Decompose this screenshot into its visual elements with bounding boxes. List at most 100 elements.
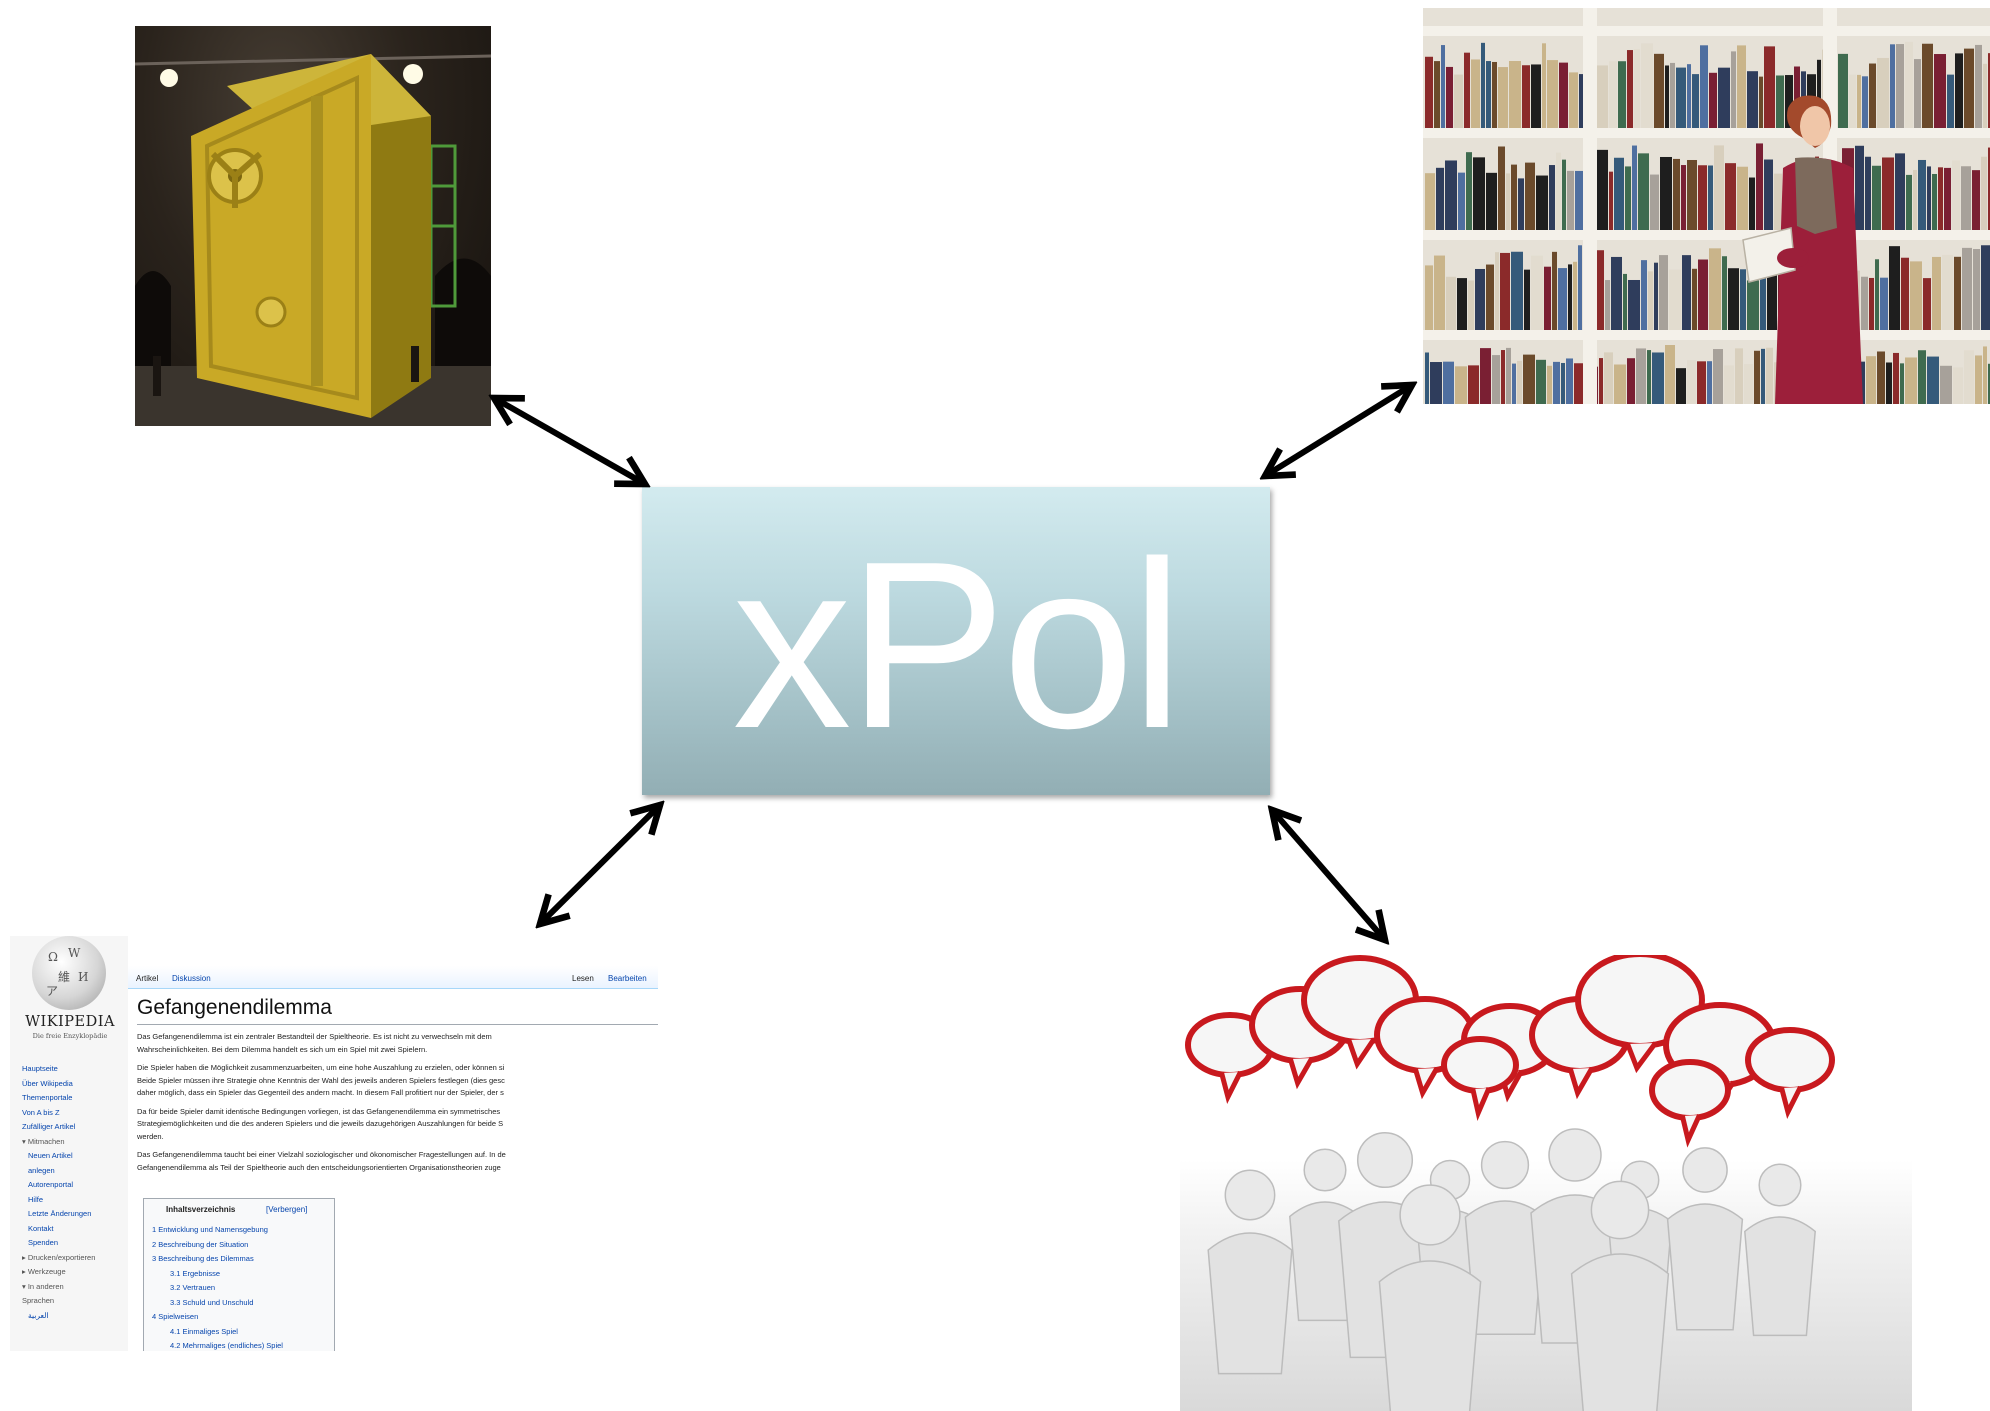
book-spine <box>1446 66 1453 128</box>
book-spine <box>1857 74 1861 128</box>
book-spine <box>1473 157 1485 230</box>
book-spine <box>1654 53 1664 128</box>
toc-item[interactable]: 4 Spielweisen <box>152 1312 199 1321</box>
book-spine <box>1670 62 1675 128</box>
wiki-nav-item: ▾ Mitmachen <box>22 1136 65 1146</box>
toc-item[interactable]: 3 Beschreibung des Dilemmas <box>152 1254 254 1263</box>
book-spine <box>1880 277 1888 330</box>
book-spine <box>1767 272 1777 330</box>
wiki-nav-item[interactable]: Zufälliger Artikel <box>22 1122 76 1131</box>
book-spine <box>1754 350 1760 404</box>
book-spine <box>1468 365 1479 404</box>
toc-item[interactable]: 2 Beschreibung der Situation <box>152 1239 249 1249</box>
book-spine <box>1764 159 1773 230</box>
book-spine <box>1468 280 1474 330</box>
book-spine <box>1425 173 1435 230</box>
speech-bubble <box>1745 1027 1835 1093</box>
toc-item[interactable]: 1 Entwicklung und Namensgebung <box>152 1225 268 1234</box>
wiki-nav-item[interactable]: Hauptseite <box>22 1064 58 1073</box>
white-figures <box>1207 1128 1816 1411</box>
giant-safe-illustration <box>135 54 491 426</box>
book-spine <box>1896 44 1904 128</box>
book-spine <box>1547 365 1552 404</box>
book-spine <box>1785 75 1793 128</box>
book-spine <box>1962 247 1972 330</box>
book-spine <box>1817 59 1821 128</box>
wiki-nav-item[interactable]: anlegen <box>28 1165 55 1175</box>
book-spine <box>1724 365 1734 404</box>
toc-item[interactable]: 4.2 Mehrmaliges (endliches) Spiel <box>170 1341 283 1350</box>
speech-bubble-tail <box>1346 1037 1377 1070</box>
wiki-nav-item[interactable]: العربية <box>28 1310 49 1320</box>
wiki-paragraph-line: werden. <box>137 1131 164 1141</box>
book-spine <box>1512 363 1516 404</box>
book-spine <box>1877 351 1885 404</box>
book-spine <box>1735 348 1743 404</box>
wiki-nav-item: Sprachen <box>22 1296 55 1305</box>
wiki-nav-item[interactable]: Themenportale <box>22 1093 73 1102</box>
book-spine <box>1614 364 1626 404</box>
book-spine <box>1692 268 1697 330</box>
library-illustration <box>1423 8 1990 404</box>
book-spine <box>1568 264 1572 330</box>
speech-bubble <box>1441 1036 1519 1094</box>
book-spine <box>1673 158 1680 230</box>
toc-item[interactable]: 4.1 Einmaliges Spiel <box>170 1326 238 1336</box>
speech-bubble-tail <box>1779 1085 1803 1120</box>
wiki-nav-item[interactable]: Hilfe <box>28 1194 44 1204</box>
book-spine <box>1687 159 1697 230</box>
book-spine <box>1481 42 1485 128</box>
wiki-nav-item[interactable]: Neuen Artikel <box>28 1151 73 1160</box>
arrow-people-xpol <box>1272 810 1385 940</box>
tab-artikel[interactable]: Artikel <box>136 974 159 983</box>
book-spine <box>1665 65 1669 128</box>
wikipedia-globe-logo[interactable]: Ω W 維 И ア <box>32 936 106 1010</box>
tab-diskussion[interactable]: Diskussion <box>172 974 211 983</box>
wiki-paragraph-line: Wahrscheinlichkeiten. Bei dem Dilemma ha… <box>137 1044 428 1054</box>
wiki-paragraph-line: Das Gefangenendilemma taucht bei einer V… <box>137 1150 506 1159</box>
toc-item[interactable]: 3.3 Schuld und Unschuld <box>170 1297 254 1307</box>
book-spine <box>1725 163 1736 230</box>
book-spine <box>1599 358 1603 404</box>
tab-bearbeiten[interactable]: Bearbeiten <box>608 974 647 983</box>
book-spine <box>1981 156 1987 230</box>
arrow-wikipedia-xpol <box>540 805 660 924</box>
book-spine <box>1983 346 1987 404</box>
toc-item[interactable]: 3.2 Vertrauen <box>170 1283 216 1292</box>
wiki-nav-item[interactable]: Über Wikipedia <box>22 1078 73 1088</box>
book-spine <box>1955 53 1963 128</box>
book-spine <box>1623 273 1627 330</box>
wiki-nav-item[interactable]: Letzte Änderungen <box>28 1209 92 1218</box>
book-spine <box>1869 63 1876 128</box>
book-spine <box>1895 153 1905 230</box>
book-spine <box>1707 361 1712 404</box>
book-spine <box>1981 245 1990 330</box>
book-spine <box>1692 74 1699 128</box>
book-spine <box>1914 59 1921 128</box>
white-figure <box>1570 1180 1670 1411</box>
wiki-tab-bar: Artikel Diskussion Lesen Bearbeiten <box>128 966 658 989</box>
wiki-toc: Inhaltsverzeichnis [Verbergen] 1 Entwick… <box>143 1198 335 1351</box>
book-spine <box>1988 363 1990 404</box>
wiki-nav-item[interactable]: Kontakt <box>28 1223 54 1233</box>
book-spine <box>1500 252 1510 330</box>
wiki-nav-item[interactable]: Autorenportal <box>28 1180 74 1189</box>
wiki-nav-item: ▸ Werkzeuge <box>22 1267 66 1276</box>
book-spine <box>1436 167 1444 230</box>
book-spine <box>1648 271 1653 330</box>
book-spine <box>1569 72 1578 128</box>
book-spine <box>1614 157 1624 230</box>
wiki-paragraph-line: Da für beide Spieler damit identische Be… <box>137 1106 501 1116</box>
book-spine <box>1464 52 1470 128</box>
toc-hide-link[interactable]: [Verbergen] <box>266 1205 308 1214</box>
wiki-nav-item[interactable]: Von A bis Z <box>22 1107 60 1117</box>
book-spine <box>1865 156 1871 230</box>
toc-item[interactable]: 3.1 Ergebnisse <box>170 1268 221 1278</box>
book-spine <box>1445 160 1457 230</box>
speech-bubble-tail <box>1625 1041 1658 1074</box>
tab-lesen[interactable]: Lesen <box>572 974 594 983</box>
book-spine <box>1443 361 1454 404</box>
wiki-nav-item[interactable]: Spenden <box>28 1238 59 1247</box>
book-spine <box>1872 165 1881 230</box>
